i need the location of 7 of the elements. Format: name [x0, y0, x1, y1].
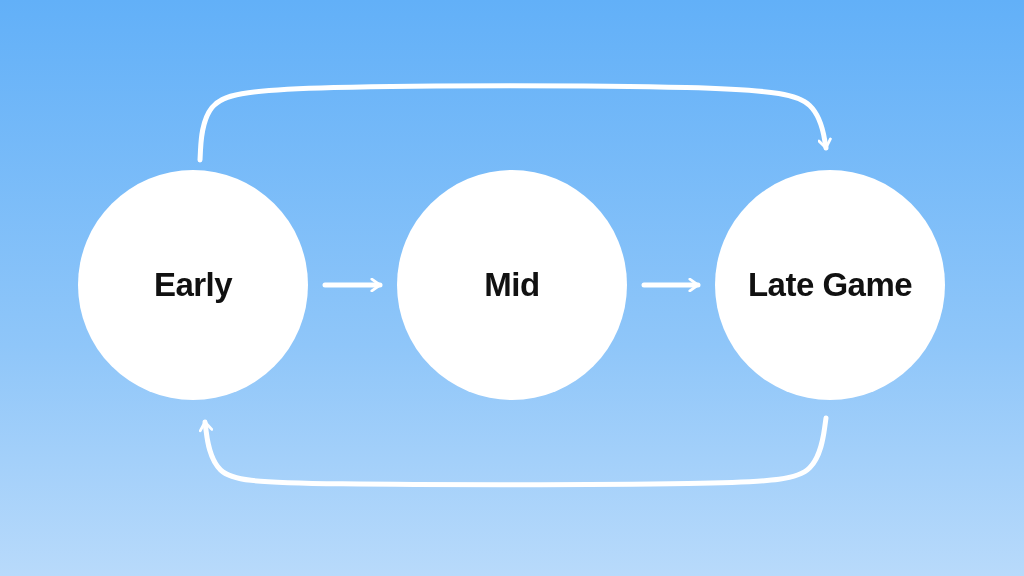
arrow [641, 277, 701, 293]
arrow [322, 277, 383, 293]
arrow [197, 83, 832, 163]
stage-label: Late Game [747, 266, 913, 304]
stage-label: Early [153, 266, 233, 304]
arrow [198, 415, 829, 488]
stage-label: Mid [484, 266, 540, 304]
